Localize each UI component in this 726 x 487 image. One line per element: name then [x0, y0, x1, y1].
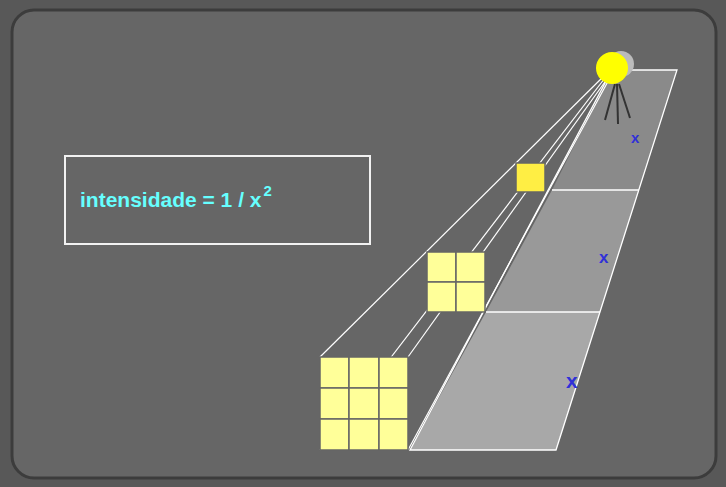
panel: [12, 10, 716, 478]
illuminated-squares: [320, 163, 545, 450]
distance-label: x: [566, 370, 578, 391]
floor-outline: [410, 70, 677, 450]
lamp: [596, 51, 634, 124]
distance-label: x: [599, 249, 608, 266]
formula-box: intensidade = 1 / x2: [64, 155, 371, 245]
formula-text: intensidade = 1 / x: [80, 188, 261, 212]
floor-middle: [486, 190, 639, 312]
exponent: 2: [263, 182, 271, 199]
distance-label: x: [631, 130, 639, 145]
floor-far: [410, 312, 600, 450]
light-rays: [320, 70, 612, 450]
